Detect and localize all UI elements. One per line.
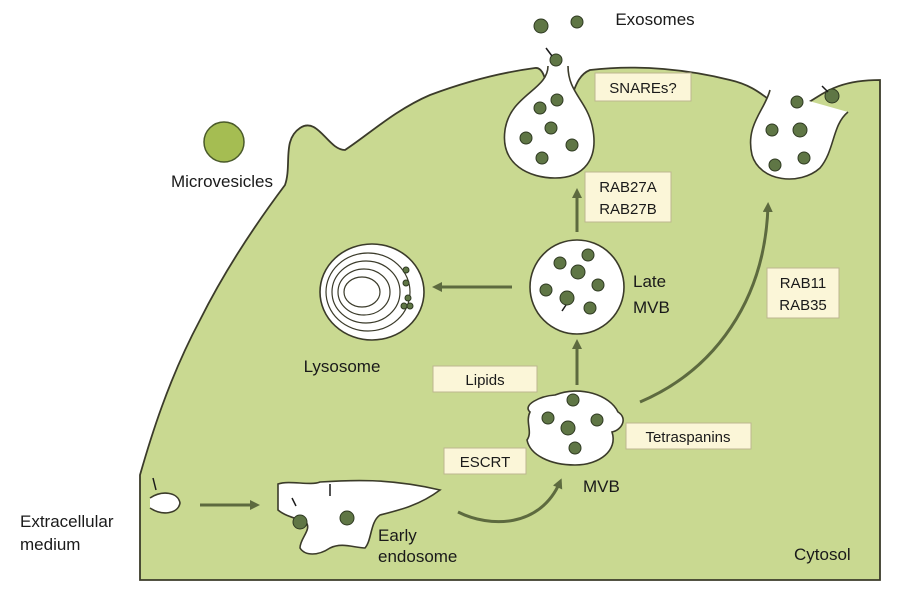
lysosome-ring-2 — [331, 260, 401, 324]
early-endosome-label-line1: Early — [378, 526, 417, 545]
rab27b-label: RAB27B — [599, 201, 657, 218]
extracellular-label-line2: medium — [20, 535, 80, 554]
membrane-invagination — [149, 492, 181, 514]
rab35-label: RAB35 — [779, 297, 827, 314]
mvb-label: MVB — [583, 477, 620, 496]
cell-cytoplasm — [139, 66, 881, 581]
rab27a-label: RAB27A — [599, 179, 657, 196]
early-endosome-label-line2: endosome — [378, 547, 457, 566]
lysosome-ring-3 — [337, 268, 391, 316]
snares-box — [594, 72, 692, 102]
lysosome-label: Lysosome — [304, 357, 381, 376]
cargo-vesicles — [152, 15, 840, 530]
lysosome-ring-1 — [325, 252, 411, 332]
arrow-early-endosome-to-mvb — [457, 478, 563, 524]
escrt-box — [443, 447, 527, 475]
lipids-box — [432, 365, 538, 393]
microvesicle — [203, 121, 245, 163]
exosomes-label: Exosomes — [615, 10, 694, 29]
lipids-label: Lipids — [465, 372, 504, 389]
rab11-box — [766, 267, 840, 319]
lysosome — [319, 243, 425, 341]
late-mvb — [529, 239, 625, 335]
lysosome-ring-4 — [343, 276, 381, 308]
microvesicles-label: Microvesicles — [171, 172, 273, 191]
snares-label: SNAREs? — [609, 80, 677, 97]
escrt-label: ESCRT — [460, 454, 511, 471]
late-mvb-label-line1: Late — [633, 272, 666, 291]
late-mvb-label-line2: MVB — [633, 298, 670, 317]
early-endosome — [277, 479, 442, 555]
tetraspanins-label: Tetraspanins — [645, 429, 730, 446]
rab27-box — [584, 171, 672, 223]
extracellular-label-line1: Extracellular — [20, 512, 114, 531]
tetraspanins-box — [625, 422, 752, 450]
rab11-label: RAB11 — [780, 275, 826, 292]
arrow-mvb-to-direct-release — [639, 202, 773, 404]
cytosol-label: Cytosol — [794, 545, 851, 564]
